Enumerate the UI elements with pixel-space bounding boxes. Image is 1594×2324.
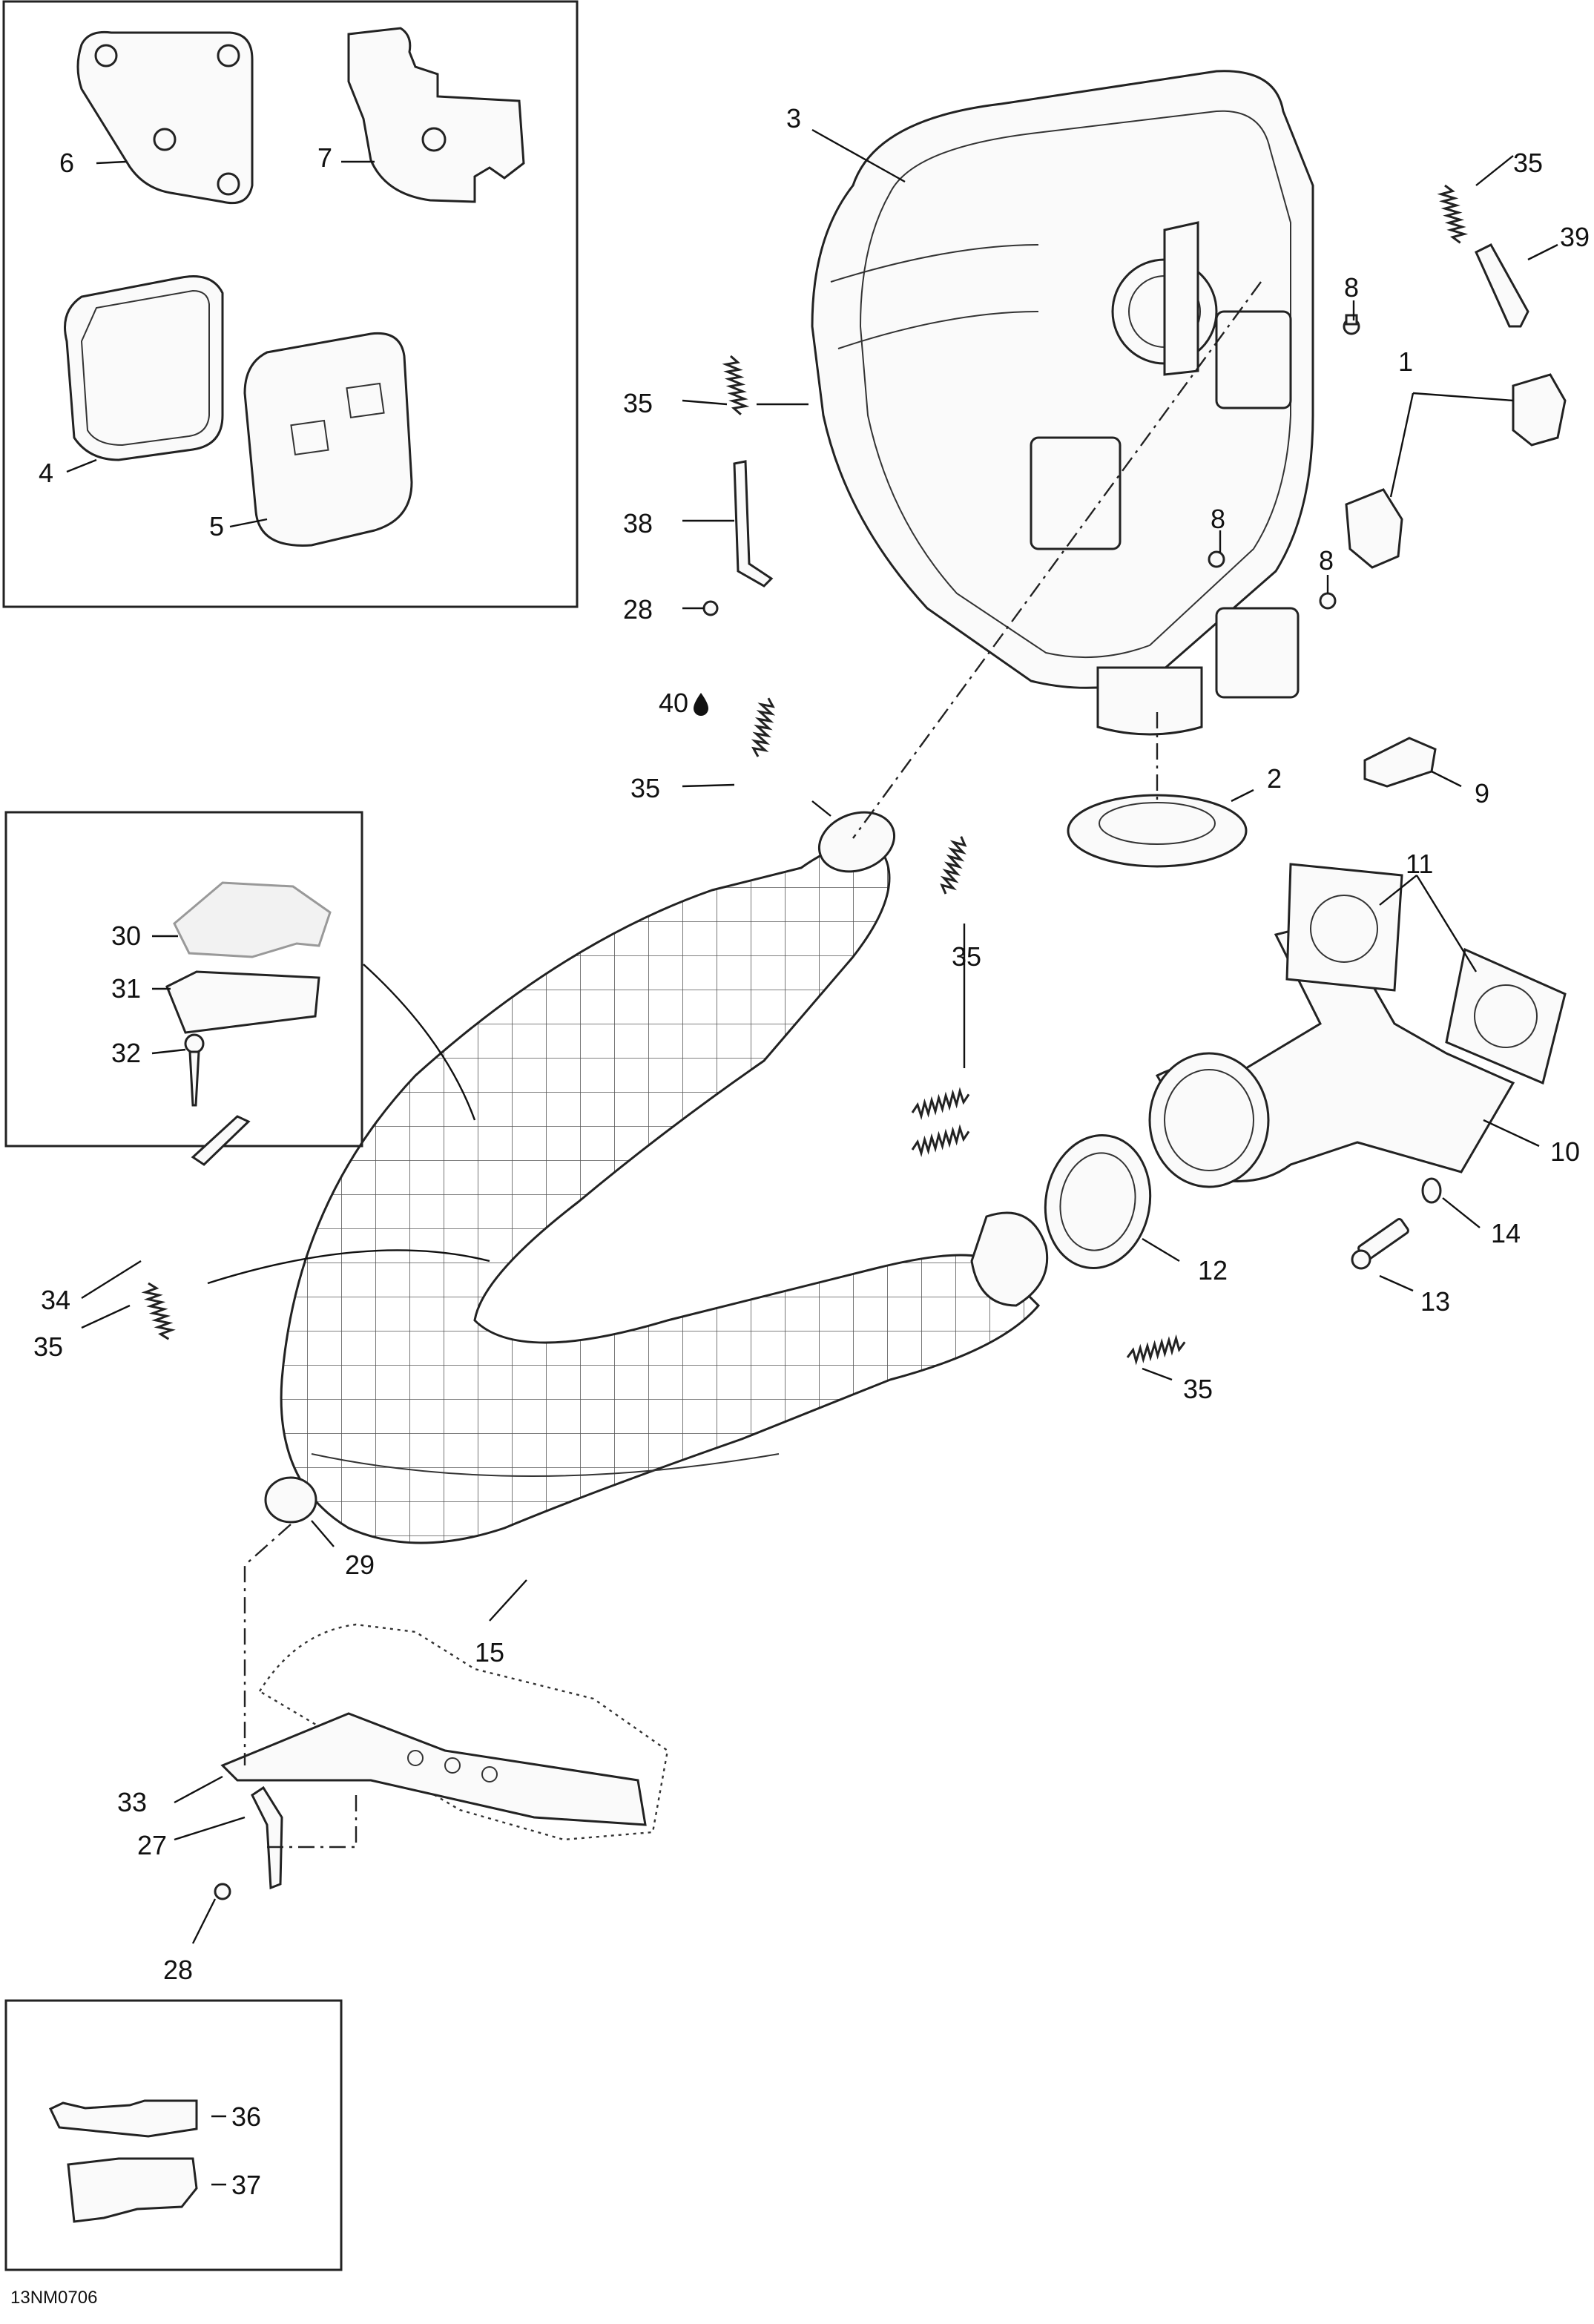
callout-9: 9 — [1475, 778, 1489, 809]
callout-28: 28 — [163, 1955, 193, 1985]
part-35-spring-c — [751, 696, 776, 759]
part-3-muffler — [811, 70, 1314, 736]
callout-5: 5 — [209, 511, 224, 542]
part-9-clip — [1363, 737, 1437, 788]
part-5-heat-shield — [243, 332, 413, 547]
part-29-grommet — [264, 1476, 317, 1524]
callout-35: 35 — [630, 773, 660, 803]
part-11-gasket-b — [1445, 947, 1567, 1085]
part-35-spring-g — [1124, 1335, 1188, 1365]
part-35-spring-b — [723, 354, 748, 417]
callout-6: 6 — [59, 148, 74, 178]
callout-34: 34 — [41, 1285, 70, 1315]
part-12-ring — [1044, 1134, 1152, 1269]
callout-29: 29 — [345, 1550, 375, 1580]
callout-14: 14 — [1491, 1218, 1521, 1248]
callout-35: 35 — [1513, 148, 1543, 178]
part-10-exhaust-manifold — [1148, 918, 1515, 1188]
callout-8: 8 — [1344, 272, 1359, 303]
part-8-bolt-a — [1343, 314, 1360, 335]
part-7-plate — [347, 27, 525, 203]
callout-3: 3 — [786, 103, 801, 134]
callout-40: 40 — [659, 688, 688, 718]
part-6-plate — [76, 30, 254, 205]
callout-37: 37 — [231, 2170, 261, 2200]
part-2-grommet — [1067, 794, 1248, 868]
part-35-spring-d — [938, 834, 968, 897]
callout-35: 35 — [1183, 1374, 1213, 1404]
part-39-bracket — [1475, 243, 1529, 328]
callout-35: 35 — [952, 941, 981, 972]
part-15-expansion-chamber — [280, 811, 1049, 1544]
callout-7: 7 — [317, 142, 332, 173]
callout-15: 15 — [475, 1637, 504, 1668]
part-13-bolt — [1351, 1217, 1409, 1270]
part-38-bracket — [733, 460, 774, 587]
part-4-heat-shield — [64, 275, 224, 461]
callout-32: 32 — [111, 1038, 141, 1068]
part-1-clip-a — [1512, 373, 1567, 447]
callout-28: 28 — [623, 594, 653, 625]
oil-drop-icon — [694, 693, 708, 716]
callout-10: 10 — [1550, 1136, 1580, 1167]
callout-30: 30 — [111, 921, 141, 951]
callout-40-with-fluid: 40 — [659, 688, 708, 718]
callout-35: 35 — [33, 1331, 63, 1362]
callout-labels: 3 35 39 8 1 8 8 9 2 11 10 12 14 13 35 35… — [33, 103, 1590, 2200]
callout-12: 12 — [1198, 1255, 1228, 1286]
part-30-bracket — [173, 881, 332, 958]
leader-lines — [66, 128, 1558, 2186]
inset-box-heat-shields — [2, 0, 579, 608]
inset-box-bumper — [4, 811, 363, 1148]
callout-38: 38 — [623, 508, 653, 539]
part-35-spring-f — [909, 1125, 972, 1157]
figure-code: 13NM0706 — [10, 2288, 97, 2308]
callout-39: 39 — [1560, 222, 1590, 252]
part-31-pad — [165, 970, 320, 1034]
part-35-spring-e — [909, 1087, 972, 1120]
part-8-bolt-c — [1319, 592, 1337, 610]
part-14-washer — [1421, 1177, 1442, 1204]
callout-31: 31 — [111, 973, 141, 1004]
callout-36: 36 — [231, 2101, 261, 2132]
callout-13: 13 — [1420, 1286, 1450, 1317]
assembly-line-muffler-pipe — [852, 281, 1262, 839]
part-8-bolt-b — [1208, 550, 1225, 568]
inset-box-shields — [4, 1999, 343, 2271]
callout-35: 35 — [623, 388, 653, 418]
part-28-screw-a — [702, 600, 719, 616]
part-37-shield — [67, 2157, 198, 2223]
part-32-rivet — [184, 1033, 205, 1107]
assembly-line-bracket — [243, 1524, 292, 1765]
callout-1: 1 — [1398, 346, 1413, 377]
callout-33: 33 — [117, 1787, 147, 1817]
callout-8: 8 — [1211, 504, 1225, 534]
part-36-shield — [48, 2099, 198, 2138]
callout-11: 11 — [1406, 849, 1433, 879]
part-1-clip-b — [1345, 488, 1403, 569]
part-27-bracket — [251, 1785, 283, 1890]
callout-8: 8 — [1319, 545, 1334, 576]
part-34-bracket — [191, 1115, 251, 1166]
callout-4: 4 — [39, 458, 53, 488]
part-11-gasket-a — [1285, 863, 1403, 992]
part-35-spring-a — [1437, 182, 1467, 246]
callout-2: 2 — [1267, 763, 1282, 794]
part-33-support-bracket — [220, 1623, 669, 1841]
part-35-spring-h — [141, 1280, 176, 1343]
callout-27: 27 — [137, 1830, 167, 1860]
part-28-screw-b — [214, 1883, 231, 1900]
